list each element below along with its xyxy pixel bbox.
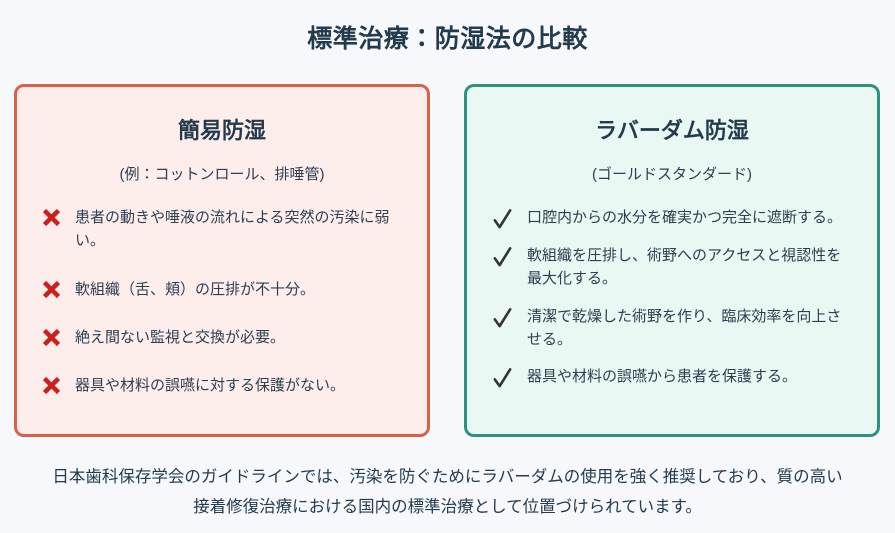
list-item-text: 器具や材料の誤嚥に対する保護がない。	[75, 377, 346, 394]
list-item-text: 患者の動きや唾液の流れによる突然の汚染に弱い。	[75, 209, 390, 250]
list-item: 器具や材料の誤嚥から患者を保護する。	[491, 365, 853, 389]
list-item: 絶え間ない監視と交換が必要。	[41, 326, 403, 349]
list-item: 口腔内からの水分を確実かつ完全に遮断する。	[491, 206, 853, 230]
check-mark-icon	[491, 366, 514, 389]
simple-isolation-title: 簡易防湿	[177, 118, 266, 143]
check-mark-icon	[491, 306, 514, 329]
x-mark-icon	[41, 375, 62, 396]
check-mark-icon	[491, 245, 514, 268]
rubber-dam-card: ラバーダム防湿 (ゴールドスタンダード) 口腔内からの水分を確実かつ完全に遮断す…	[464, 84, 880, 437]
x-mark-icon	[41, 327, 62, 348]
list-item-text: 口腔内からの水分を確実かつ完全に遮断する。	[527, 209, 843, 226]
list-item: 器具や材料の誤嚥に対する保護がない。	[41, 374, 403, 397]
list-item-text: 器具や材料の誤嚥から患者を保護する。	[527, 368, 798, 385]
guideline-note: 日本歯科保存学会のガイドラインでは、汚染を防ぐためにラバーダムの使用を強く推奨し…	[0, 463, 895, 522]
list-item: 患者の動きや唾液の流れによる突然の汚染に弱い。	[41, 206, 403, 253]
rubber-dam-subtitle: (ゴールドスタンダード)	[592, 166, 752, 183]
list-item-text: 清潔で乾燥した術野を作り、臨床効率を向上させる。	[527, 307, 842, 348]
x-mark-icon	[41, 279, 62, 300]
cards-row: 簡易防湿 (例：コットンロール、排唾管) 患者の動きや唾液の流れによる突然の汚染…	[14, 84, 880, 437]
rubber-dam-title: ラバーダム防湿	[595, 118, 749, 143]
simple-isolation-subtitle: (例：コットンロール、排唾管)	[119, 166, 325, 183]
list-item-text: 軟組織を圧排し、術野へのアクセスと視認性を最大化する。	[527, 247, 842, 288]
simple-isolation-card: 簡易防湿 (例：コットンロール、排唾管) 患者の動きや唾液の流れによる突然の汚染…	[14, 84, 430, 437]
list-item: 軟組織を圧排し、術野へのアクセスと視認性を最大化する。	[491, 244, 853, 291]
list-item-text: 軟組織（舌、頬）の圧排が不十分。	[75, 280, 316, 298]
page-title: 標準治療：防湿法の比較	[307, 25, 588, 53]
list-item: 軟組織（舌、頬）の圧排が不十分。	[41, 278, 403, 301]
x-mark-icon	[41, 207, 62, 228]
list-item: 清潔で乾燥した術野を作り、臨床効率を向上させる。	[491, 305, 853, 352]
check-mark-icon	[491, 207, 514, 230]
guideline-note-text: 日本歯科保存学会のガイドラインでは、汚染を防ぐためにラバーダムの使用を強く推奨し…	[52, 468, 843, 516]
list-item-text: 絶え間ない監視と交換が必要。	[75, 328, 286, 346]
